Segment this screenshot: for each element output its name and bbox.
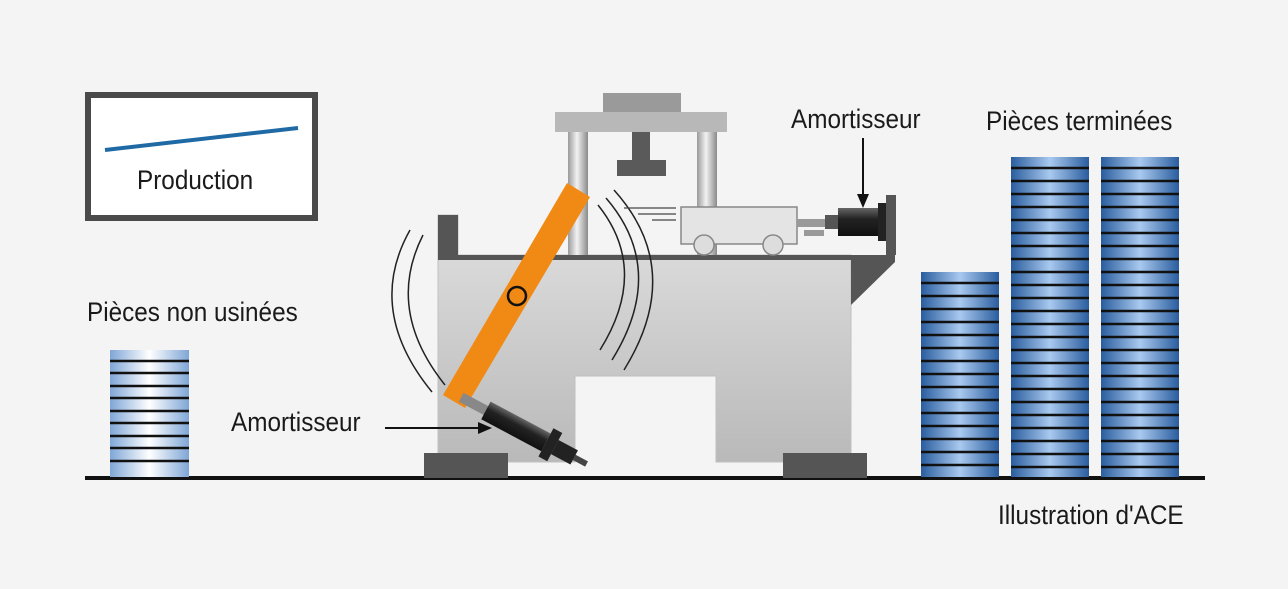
top-damper [825, 195, 896, 255]
finished-stack-1 [921, 272, 999, 477]
bottom-damper [458, 392, 588, 467]
finished-parts-label: Pièces terminées [986, 106, 1173, 136]
production-legend-box [85, 92, 318, 221]
damper-top-label: Amortisseur [791, 104, 921, 134]
production-trend-line [104, 126, 299, 152]
damper-bottom-label: Amortisseur [231, 407, 361, 437]
raw-parts-stack [110, 350, 189, 477]
arm-pivot [506, 285, 528, 307]
arrow-damper-bottom [385, 422, 492, 434]
carriage [624, 206, 825, 256]
swing-arm [443, 183, 590, 408]
finished-stack-2 [1011, 157, 1089, 477]
credit-label: Illustration d'ACE [998, 500, 1184, 530]
arrow-damper-top [857, 138, 869, 208]
legend-label: Production [137, 165, 254, 195]
motion-arcs [391, 189, 654, 393]
finished-stack-3 [1101, 157, 1179, 477]
raw-parts-label: Pièces non usinées [87, 297, 298, 327]
